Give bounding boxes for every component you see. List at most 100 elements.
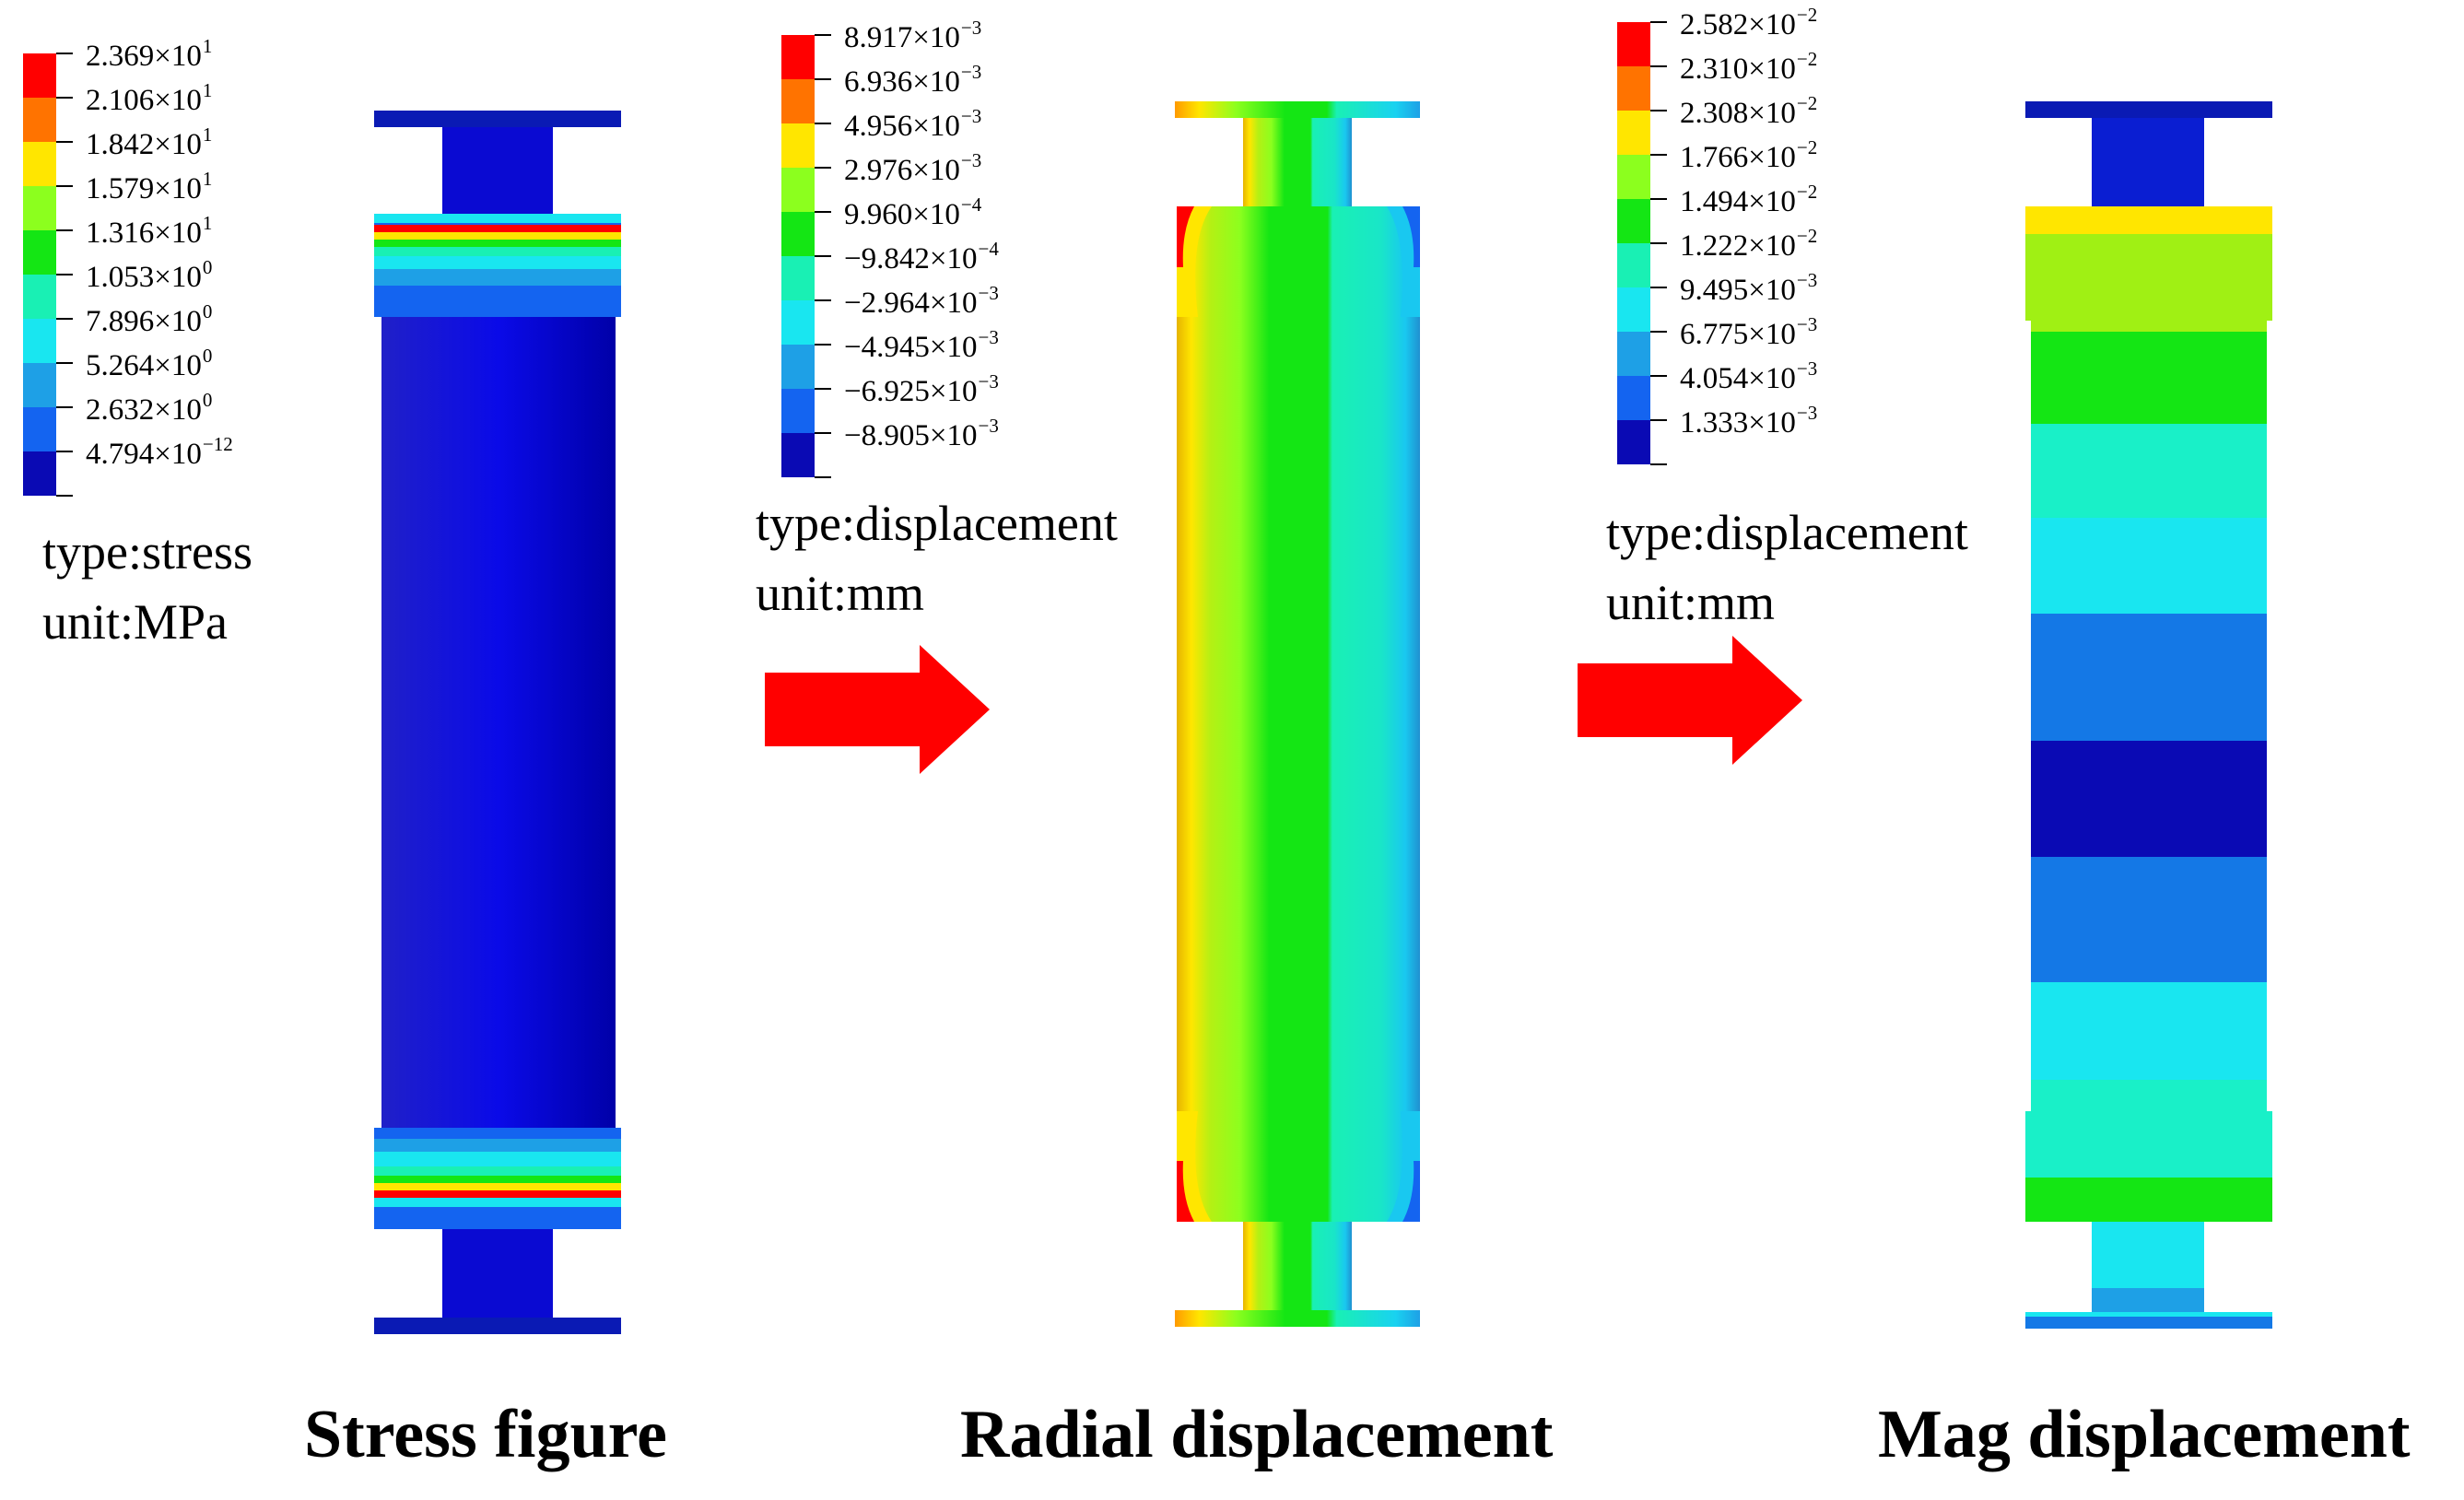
mag-colorbar-cell bbox=[1617, 243, 1650, 287]
stress-colorbar-cell bbox=[23, 275, 56, 319]
stress-legend-label: 4.794×10−12 bbox=[86, 433, 233, 471]
radial-legend-tick bbox=[815, 255, 831, 257]
stress-legend-tick bbox=[56, 229, 73, 231]
mag-colorbar-cell bbox=[1617, 66, 1650, 111]
radial-legend-tick bbox=[815, 123, 831, 124]
mag-legend-label: 9.495×10−3 bbox=[1680, 269, 1818, 307]
stress-legend-tick bbox=[56, 97, 73, 99]
radial-colorbar bbox=[781, 35, 815, 477]
radial-legend-tick bbox=[815, 78, 831, 80]
stress-legend-label: 2.369×101 bbox=[86, 35, 213, 73]
radial-legend-label: 4.956×10−3 bbox=[844, 105, 982, 143]
stress-legend-label: 1.316×101 bbox=[86, 212, 213, 250]
mag-legend-label: 1.222×10−2 bbox=[1680, 225, 1818, 263]
radial-colorbar-cell bbox=[781, 212, 815, 256]
mag-legend-label: 6.775×10−3 bbox=[1680, 313, 1818, 351]
stress-colorbar-cell bbox=[23, 407, 56, 451]
mag-cylinder-figure bbox=[2025, 101, 2272, 1329]
radial-legend-label: −9.842×10−4 bbox=[844, 238, 999, 275]
mag-colorbar-cell bbox=[1617, 376, 1650, 420]
radial-legend-label: 2.976×10−3 bbox=[844, 149, 982, 187]
stress-info: type:stress unit:MPa bbox=[42, 517, 252, 657]
mag-colorbar-cell bbox=[1617, 332, 1650, 376]
radial-legend-tick bbox=[815, 432, 831, 434]
arrow-right-icon bbox=[765, 645, 990, 774]
radial-colorbar-cell bbox=[781, 389, 815, 433]
radial-legend-tick bbox=[815, 388, 831, 390]
mag-legend-label: 2.582×10−2 bbox=[1680, 4, 1818, 41]
radial-legend-tick bbox=[815, 476, 831, 478]
radial-info: type:displacement unit:mm bbox=[756, 488, 1118, 628]
mag-legend-tick bbox=[1650, 419, 1667, 421]
stress-legend-label: 2.106×101 bbox=[86, 79, 213, 117]
stress-caption: Stress figure bbox=[304, 1397, 667, 1472]
stress-legend-label: 7.896×100 bbox=[86, 300, 213, 338]
radial-legend-tick bbox=[815, 299, 831, 301]
stress-legend-tick bbox=[56, 141, 73, 143]
stress-legend-label: 1.053×100 bbox=[86, 256, 213, 294]
stress-legend-label: 1.579×101 bbox=[86, 168, 213, 205]
stress-legend-label: 2.632×100 bbox=[86, 389, 213, 427]
mag-colorbar-cell bbox=[1617, 155, 1650, 199]
mag-legend-tick bbox=[1650, 65, 1667, 67]
radial-type-label: type:displacement bbox=[756, 496, 1118, 551]
stress-colorbar-cell bbox=[23, 142, 56, 186]
stress-legend-tick bbox=[56, 451, 73, 452]
mag-legend-tick bbox=[1650, 287, 1667, 288]
stress-legend-label: 5.264×100 bbox=[86, 345, 213, 382]
stress-unit-label: unit:MPa bbox=[42, 594, 229, 650]
mag-type-label: type:displacement bbox=[1606, 505, 1968, 560]
radial-legend-label: 6.936×10−3 bbox=[844, 61, 982, 99]
mag-legend-tick bbox=[1650, 154, 1667, 156]
mag-colorbar-cell bbox=[1617, 111, 1650, 155]
stress-legend-tick bbox=[56, 274, 73, 275]
mag-legend-label: 1.766×10−2 bbox=[1680, 136, 1818, 174]
mag-legend-label: 1.494×10−2 bbox=[1680, 181, 1818, 218]
stress-colorbar-cell bbox=[23, 53, 56, 98]
mag-colorbar-cell bbox=[1617, 287, 1650, 332]
radial-legend-label: −2.964×10−3 bbox=[844, 282, 999, 320]
stress-colorbar-cell bbox=[23, 451, 56, 496]
mag-legend-label: 2.310×10−2 bbox=[1680, 48, 1818, 86]
radial-legend-tick bbox=[815, 34, 831, 36]
radial-colorbar-cell bbox=[781, 79, 815, 123]
mag-legend-tick bbox=[1650, 198, 1667, 200]
stress-colorbar-cell bbox=[23, 319, 56, 363]
stress-colorbar bbox=[23, 53, 56, 496]
radial-colorbar-cell bbox=[781, 168, 815, 212]
stress-legend-tick bbox=[56, 318, 73, 320]
stress-cylinder-figure bbox=[374, 111, 621, 1334]
stress-legend-tick bbox=[56, 362, 73, 364]
mag-colorbar-cell bbox=[1617, 420, 1650, 464]
radial-legend-label: 9.960×10−4 bbox=[844, 193, 982, 231]
stress-colorbar-cell bbox=[23, 98, 56, 142]
mag-caption: Mag displacement bbox=[1878, 1397, 2411, 1472]
mag-legend-label: 2.308×10−2 bbox=[1680, 92, 1818, 130]
stress-legend-tick bbox=[56, 53, 73, 54]
stress-legend-tick bbox=[56, 406, 73, 408]
radial-legend-label: −8.905×10−3 bbox=[844, 415, 999, 452]
radial-colorbar-cell bbox=[781, 123, 815, 168]
mag-legend-tick bbox=[1650, 375, 1667, 377]
mag-legend-tick bbox=[1650, 463, 1667, 465]
mag-legend-tick bbox=[1650, 331, 1667, 333]
mag-colorbar-cell bbox=[1617, 22, 1650, 66]
radial-colorbar-cell bbox=[781, 433, 815, 477]
mag-legend-label: 4.054×10−3 bbox=[1680, 357, 1818, 395]
radial-caption: Radial displacement bbox=[960, 1397, 1554, 1472]
radial-colorbar-cell bbox=[781, 345, 815, 389]
radial-colorbar-cell bbox=[781, 300, 815, 345]
stress-legend-label: 1.842×101 bbox=[86, 123, 213, 161]
radial-legend-label: −6.925×10−3 bbox=[844, 370, 999, 408]
radial-colorbar-cell bbox=[781, 35, 815, 79]
radial-legend-tick bbox=[815, 344, 831, 346]
mag-info: type:displacement unit:mm bbox=[1606, 498, 1968, 638]
radial-legend-tick bbox=[815, 211, 831, 213]
mag-colorbar-cell bbox=[1617, 199, 1650, 243]
stress-type-label: type:stress bbox=[42, 524, 252, 580]
radial-unit-label: unit:mm bbox=[756, 566, 925, 621]
stress-colorbar-cell bbox=[23, 186, 56, 230]
mag-legend-label: 1.333×10−3 bbox=[1680, 402, 1818, 439]
radial-legend-tick bbox=[815, 167, 831, 169]
radial-colorbar-cell bbox=[781, 256, 815, 300]
